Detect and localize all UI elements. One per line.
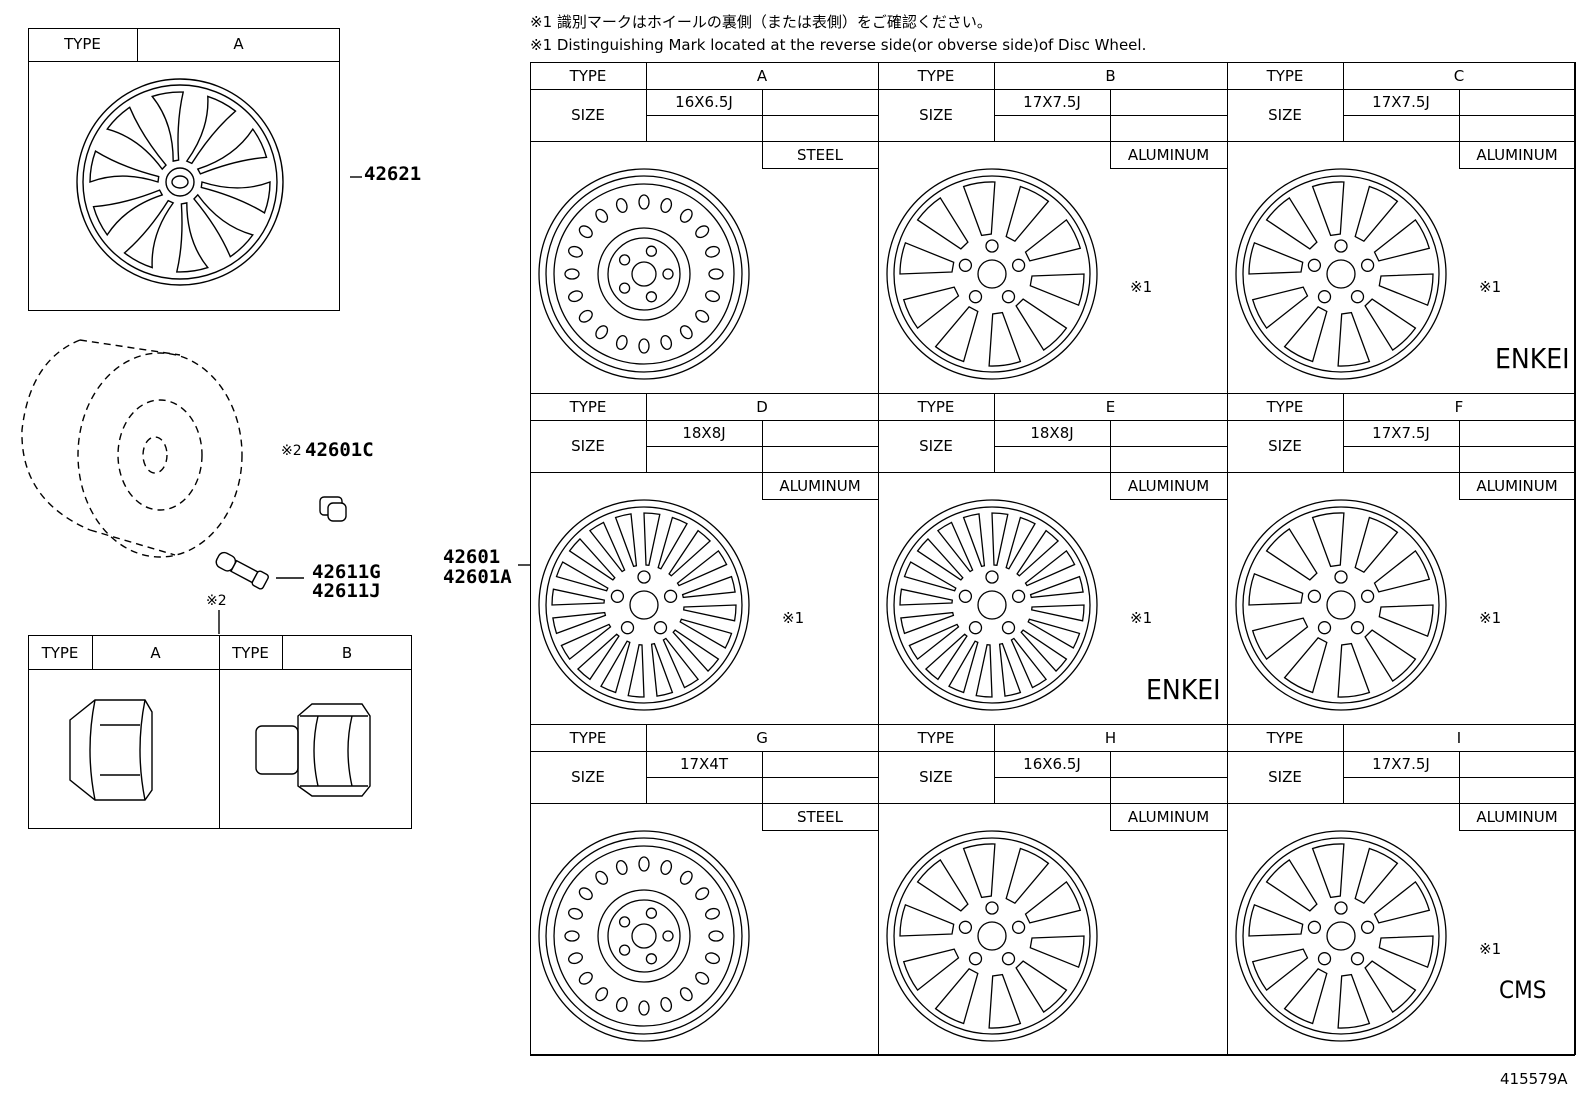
mark-note: ※1 bbox=[782, 609, 805, 627]
size-value: 17X7.5J bbox=[1372, 93, 1430, 111]
material-label: ALUMINUM bbox=[1476, 146, 1558, 164]
material-label: STEEL bbox=[797, 146, 843, 164]
type-value: I bbox=[1456, 729, 1462, 747]
material-label: ALUMINUM bbox=[1127, 808, 1210, 826]
type-label: TYPE bbox=[917, 67, 955, 85]
size-value: 17X7.5J bbox=[1372, 755, 1430, 773]
size-label: SIZE bbox=[919, 437, 953, 455]
wheel-drawing-a bbox=[538, 168, 750, 380]
size-value: 16X6.5J bbox=[675, 93, 733, 111]
size-label: SIZE bbox=[571, 768, 605, 786]
cap-type-label: TYPE bbox=[64, 35, 101, 53]
wheel-table bbox=[530, 62, 1575, 1055]
type-value: B bbox=[1105, 67, 1116, 85]
type-label: TYPE bbox=[569, 398, 607, 416]
size-value: 18X8J bbox=[1030, 424, 1074, 442]
tire-drawing bbox=[21, 339, 243, 558]
type-value: E bbox=[1105, 398, 1116, 416]
nut-b-type-value: B bbox=[341, 644, 353, 662]
material-label: ALUMINUM bbox=[1127, 477, 1210, 495]
size-value: 17X4T bbox=[679, 755, 729, 773]
size-label: SIZE bbox=[571, 106, 605, 124]
figure-id: 415579A bbox=[1500, 1070, 1568, 1088]
material-label: STEEL bbox=[797, 808, 843, 826]
size-value: 16X6.5J bbox=[1023, 755, 1081, 773]
material-label: ALUMINUM bbox=[779, 477, 861, 495]
valve-cap-note: ※2 bbox=[281, 443, 302, 459]
wheel-drawing-b bbox=[886, 168, 1098, 380]
cap-box bbox=[28, 28, 340, 311]
size-label: SIZE bbox=[1268, 437, 1302, 455]
part-number-42601c: 42601C bbox=[305, 439, 374, 461]
size-value: 17X7.5J bbox=[1023, 93, 1081, 111]
note-jp: ※1 識別マークはホイールの裏側（または表側）をご確認ください。 bbox=[530, 13, 992, 31]
type-label: TYPE bbox=[917, 729, 955, 747]
brand-mark: ENKEI bbox=[1495, 342, 1570, 375]
size-label: SIZE bbox=[919, 106, 953, 124]
type-value: D bbox=[756, 398, 768, 416]
type-value: C bbox=[1453, 67, 1465, 85]
wheel-drawing-i bbox=[1235, 830, 1447, 1042]
type-label: TYPE bbox=[569, 729, 607, 747]
material-label: ALUMINUM bbox=[1476, 808, 1558, 826]
size-label: SIZE bbox=[571, 437, 605, 455]
mark-note: ※1 bbox=[1130, 609, 1153, 627]
size-label: SIZE bbox=[1268, 106, 1302, 124]
brand-mark: CMS bbox=[1499, 976, 1547, 1004]
mark-note: ※1 bbox=[1479, 609, 1502, 627]
wheel-drawing-c bbox=[1235, 168, 1447, 380]
nut-a-type-label: TYPE bbox=[41, 644, 79, 662]
type-label: TYPE bbox=[1266, 729, 1304, 747]
mark-note: ※1 bbox=[1130, 278, 1153, 296]
wheel-drawing-f bbox=[1235, 499, 1447, 711]
mark-note: ※1 bbox=[1479, 278, 1502, 296]
valve-cap-icon bbox=[215, 496, 347, 634]
type-value: A bbox=[756, 67, 768, 85]
type-value: H bbox=[1104, 729, 1117, 747]
note-en: ※1 Distinguishing Mark located at the re… bbox=[530, 36, 1147, 54]
brand-mark: ENKEI bbox=[1146, 673, 1221, 706]
nut-box bbox=[28, 635, 412, 829]
type-label: TYPE bbox=[1266, 67, 1304, 85]
wheel-drawing-e bbox=[886, 499, 1098, 711]
material-label: ALUMINUM bbox=[1127, 146, 1210, 164]
size-label: SIZE bbox=[1268, 768, 1302, 786]
part-number-42611j: 42611J bbox=[312, 580, 381, 602]
wheel-cap-drawing bbox=[76, 78, 362, 286]
cap-type-value: A bbox=[233, 35, 244, 53]
type-label: TYPE bbox=[1266, 398, 1304, 416]
wheel-drawing-d bbox=[538, 499, 750, 711]
nut-note: ※2 bbox=[206, 593, 227, 609]
material-label: ALUMINUM bbox=[1476, 477, 1558, 495]
nut-a-type-value: A bbox=[150, 644, 161, 662]
mark-note: ※1 bbox=[1479, 940, 1502, 958]
part-number-42611g: 42611G bbox=[312, 561, 381, 583]
part-number-42601: 42601 bbox=[443, 546, 501, 568]
type-value: G bbox=[756, 729, 768, 747]
type-value: F bbox=[1454, 398, 1464, 416]
wheel-drawing-g bbox=[538, 830, 750, 1042]
part-number-42621: 42621 bbox=[364, 163, 422, 185]
size-value: 17X7.5J bbox=[1372, 424, 1430, 442]
wheel-drawing-h bbox=[886, 830, 1098, 1042]
size-label: SIZE bbox=[919, 768, 953, 786]
size-value: 18X8J bbox=[682, 424, 726, 442]
nut-b-type-label: TYPE bbox=[232, 644, 269, 662]
type-label: TYPE bbox=[917, 398, 955, 416]
type-label: TYPE bbox=[569, 67, 607, 85]
nut-drawings bbox=[69, 699, 371, 801]
part-number-42601a: 42601A bbox=[443, 566, 512, 588]
